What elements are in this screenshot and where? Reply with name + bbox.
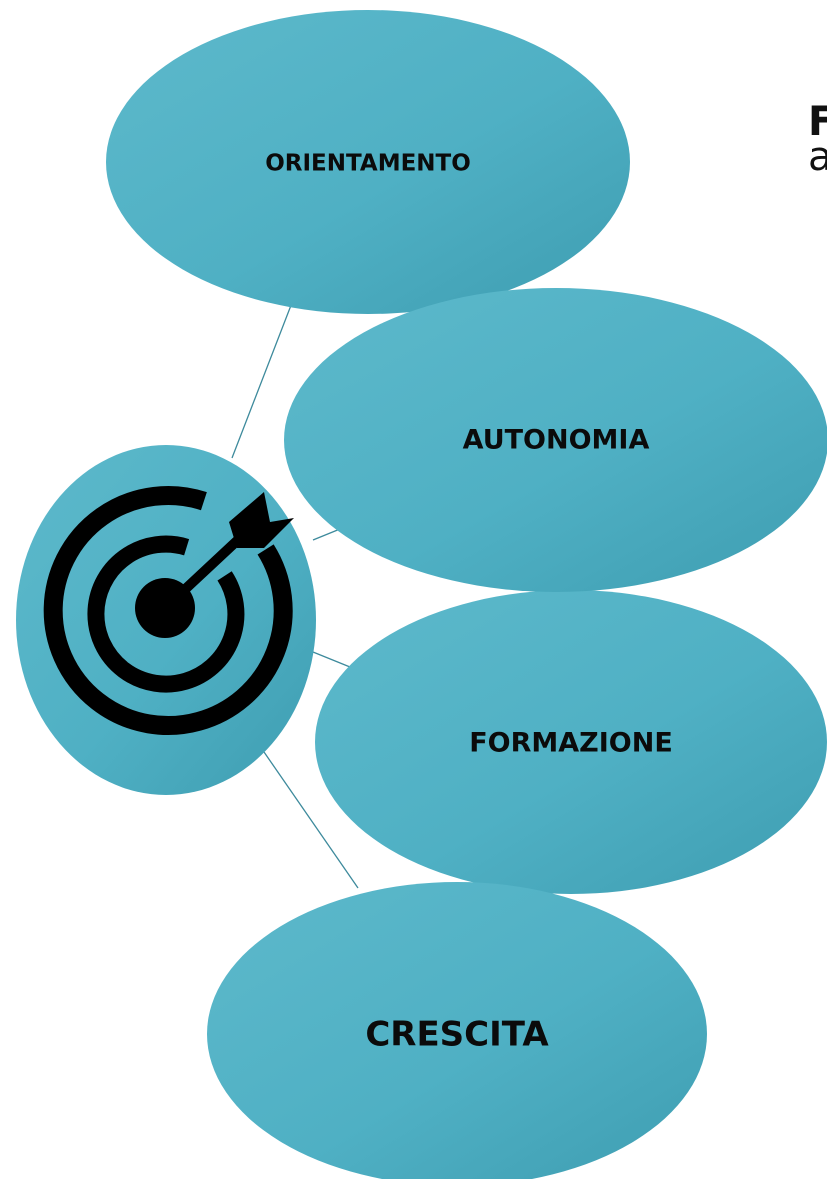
connector-autonomia [312,528,341,541]
connector-orientamento [231,281,301,459]
node-label-orientamento: ORIENTAMENTO [265,151,471,177]
node-label-crescita: CRESCITA [365,1015,549,1055]
connector-crescita [263,751,359,889]
side-title-fragment: F [808,99,827,145]
node-ellipse-crescita [207,882,707,1179]
node-ellipse-formazione [315,590,827,894]
node-label-formazione: FORMAZIONE [469,728,673,759]
node-ellipse-orientamento [106,10,630,314]
connectors [231,281,359,889]
node-ellipse-autonomia [284,288,827,592]
connector-formazione [312,651,351,668]
target-with-arrow-icon [43,486,294,735]
side-subtitle-fragment: a [808,134,827,180]
node-label-autonomia: AUTONOMIA [463,425,650,456]
